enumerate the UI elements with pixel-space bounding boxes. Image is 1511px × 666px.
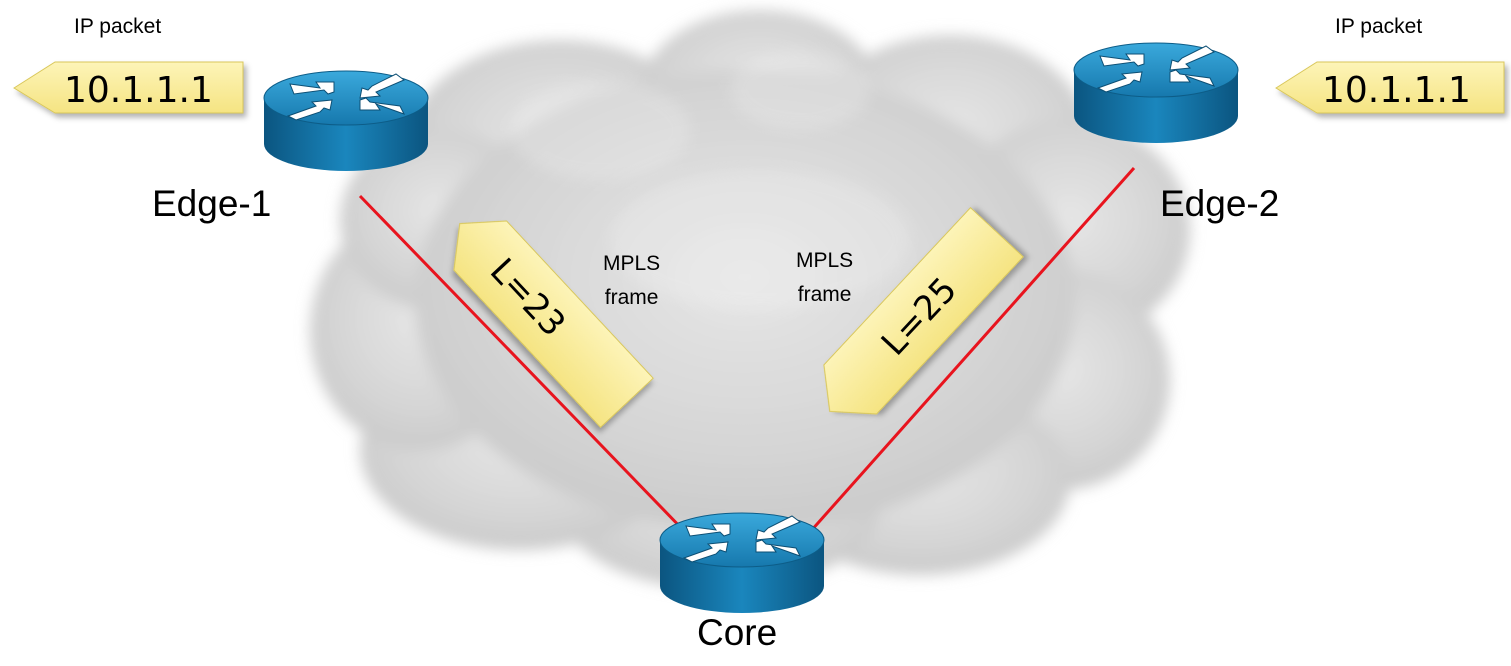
router-label-core: Core	[697, 612, 778, 653]
packet-address-left: 10.1.1.1	[64, 70, 213, 111]
router-icon-core	[659, 512, 825, 614]
packet-address-right: 10.1.1.1	[1322, 70, 1471, 111]
mpls-frame-caption-right: MPLS frame	[796, 244, 853, 312]
packet-tag-left	[13, 61, 244, 114]
mpls-caption-left-line2: frame	[604, 286, 659, 309]
router-label-edge1: Edge-1	[152, 183, 272, 224]
mpls-caption-right-line1: MPLS	[796, 249, 854, 272]
ip-packet-caption-left: IP packet	[74, 15, 162, 38]
ip-packet-caption-right: IP packet	[1335, 15, 1423, 38]
link-edge1-core	[358, 194, 690, 537]
router-label-edge2: Edge-2	[1160, 183, 1280, 224]
cloud-highlight	[510, 50, 910, 310]
router-icon-edge2	[1073, 42, 1239, 144]
link-edge2-core	[808, 167, 1136, 533]
mpls-frame-caption-left: MPLS frame	[603, 247, 660, 315]
packet-tag-right	[1275, 61, 1505, 114]
router-icon-edge1	[263, 70, 429, 172]
mpls-caption-left-line1: MPLS	[603, 252, 661, 275]
mpls-caption-right-line2: frame	[797, 283, 852, 306]
